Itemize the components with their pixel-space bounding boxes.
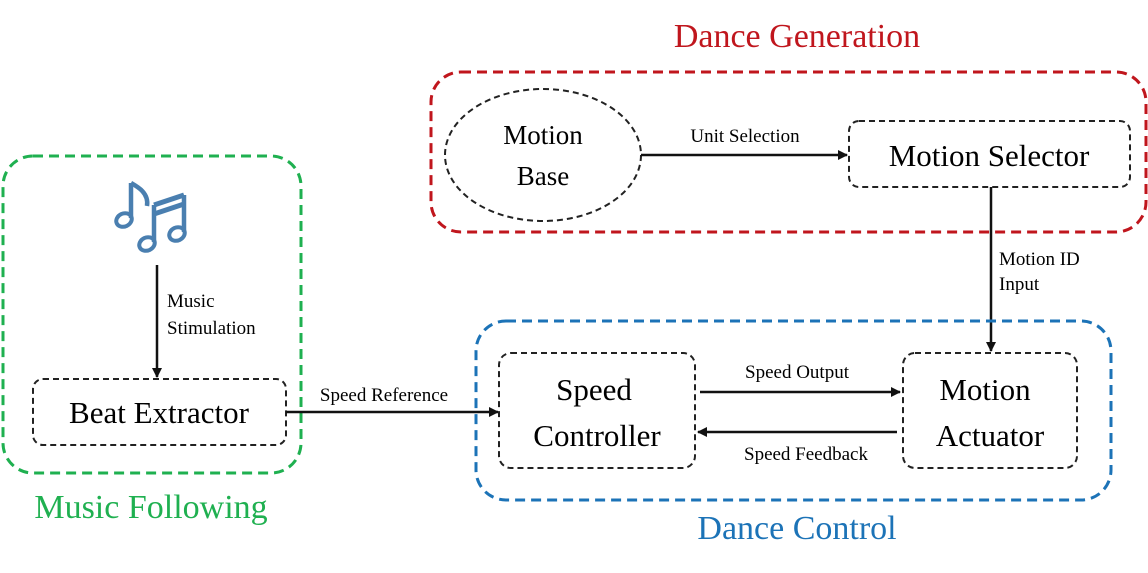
music-following-title: Music Following (34, 489, 267, 526)
dance-generation-group (429, 70, 1148, 234)
motion-selector-label: Motion Selector (889, 138, 1090, 173)
motion-base-label-line2: Base (517, 161, 570, 191)
speed-controller-label-line2: Controller (533, 418, 661, 453)
music-following-group (1, 154, 303, 475)
unit-selection-label: Unit Selection (690, 126, 800, 147)
speed-controller-label-line1: Speed (556, 372, 632, 407)
music-notes-icon (114, 181, 187, 253)
speed-output-label: Speed Output (745, 362, 850, 383)
motion-actuator-label-line2: Actuator (936, 418, 1045, 453)
motion-actuator-node (902, 352, 1078, 469)
motion-id-input-label-line1: Motion ID (999, 249, 1080, 270)
dance-control-group (474, 319, 1113, 502)
motion-base-label-line1: Motion (503, 120, 583, 150)
motion-actuator-label-line1: Motion (939, 372, 1031, 407)
speed-feedback-label: Speed Feedback (744, 444, 868, 465)
beat-extractor-label: Beat Extractor (69, 395, 250, 430)
motion-id-input-label-line2: Input (999, 274, 1040, 295)
dance-generation-title: Dance Generation (674, 18, 920, 55)
speed-reference-label: Speed Reference (320, 385, 448, 406)
motion-base-node (444, 88, 642, 222)
music-stimulation-label-line2: Stimulation (167, 318, 256, 339)
dance-control-title: Dance Control (697, 510, 896, 547)
music-stimulation-label-line1: Music (167, 291, 215, 312)
speed-controller-node (498, 352, 696, 469)
motion-selector-node (848, 120, 1131, 188)
